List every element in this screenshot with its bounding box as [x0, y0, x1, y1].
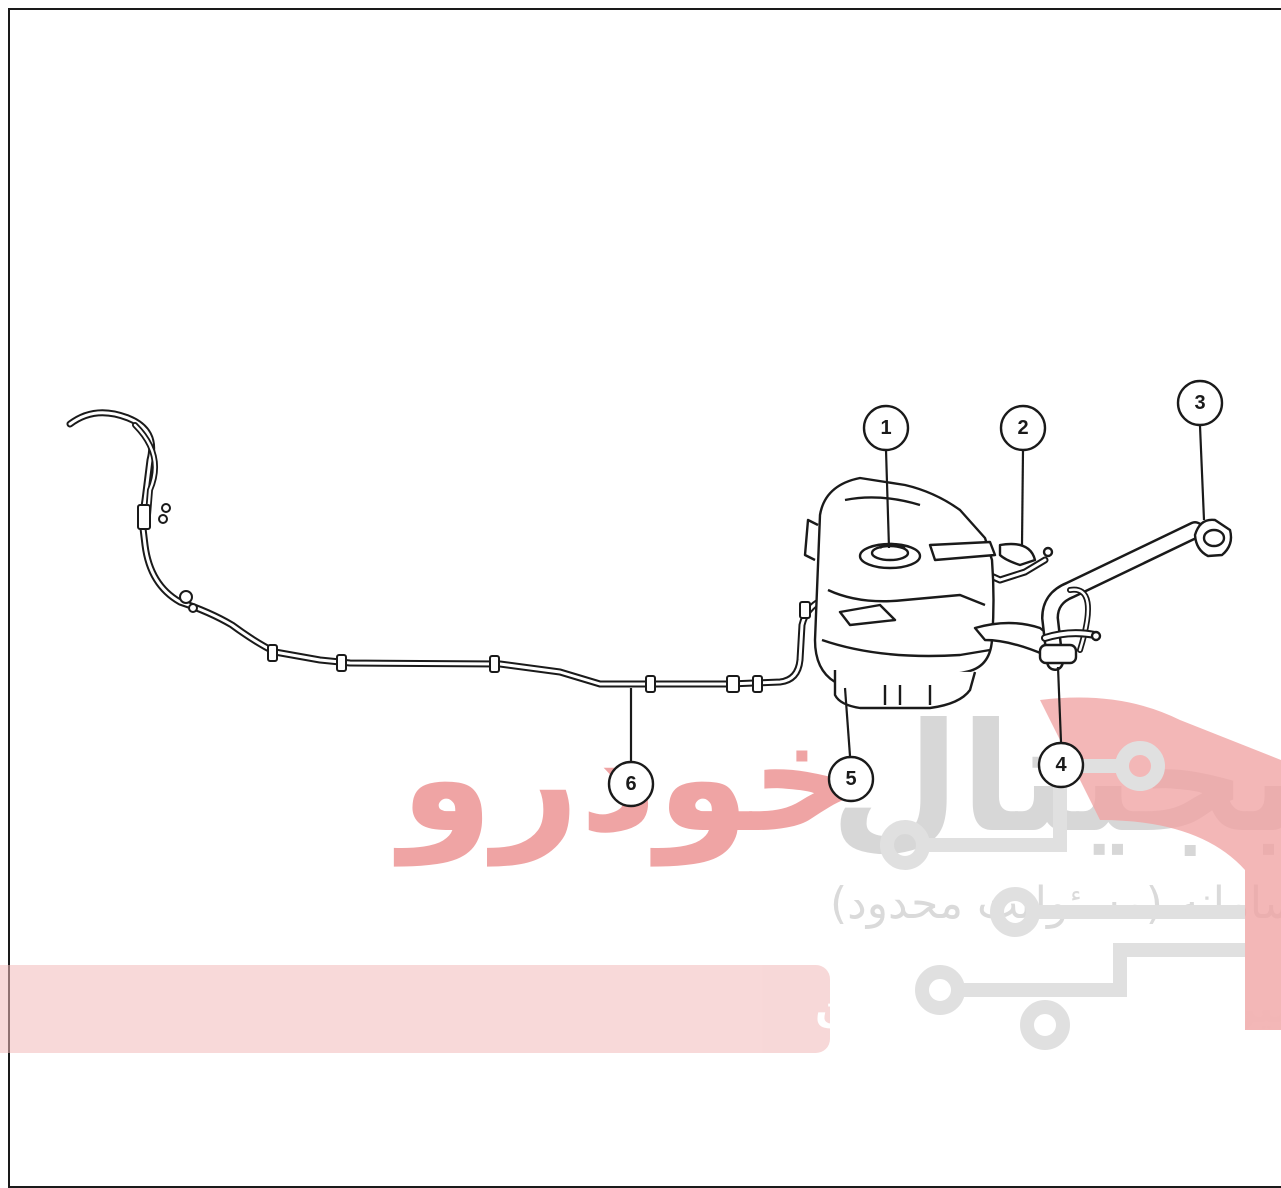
callout-3: 3 — [1176, 379, 1224, 427]
callout-2: 2 — [999, 404, 1047, 452]
callout-5-number: 5 — [845, 768, 856, 790]
filler-neck — [1038, 518, 1233, 671]
callout-3-number: 3 — [1194, 392, 1205, 414]
fuel-tank — [803, 476, 1057, 710]
callout-2-number: 2 — [1017, 417, 1028, 439]
callout-1: 1 — [862, 404, 910, 452]
callout-6: 6 — [607, 760, 655, 808]
leader-lines — [629, 425, 1206, 762]
watermark-banner-bg — [0, 965, 830, 1053]
watermark-subtitle: شرکت دیجیتال خودرو سامانه (مسئولیت محدود… — [830, 878, 1281, 929]
callout-1-number: 1 — [880, 417, 891, 439]
callout-4-number: 4 — [1055, 754, 1067, 776]
watermark-logo-car — [1040, 697, 1281, 1030]
callout-5: 5 — [827, 755, 875, 803]
watermark-logo-circuit — [880, 741, 1245, 1050]
watermark: اولین سامانه دیجیتال تعمیرکاران خودرو در… — [0, 692, 1281, 1053]
callout-4: 4 — [1037, 741, 1085, 789]
callout-6-number: 6 — [625, 773, 636, 795]
